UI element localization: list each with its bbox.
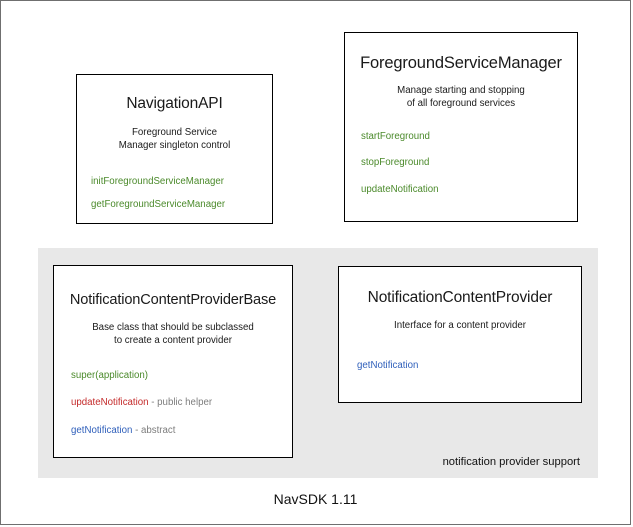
member-name: initForegroundServiceManager [91, 175, 225, 187]
class-description: Manage starting and stopping of all fore… [345, 85, 577, 111]
member-note: - public helper [148, 397, 213, 409]
class-description-line: to create a content provider [114, 334, 232, 346]
class-description-line: Base class that should be subclassed [92, 322, 254, 334]
class-title: ForegroundServiceManager [360, 54, 562, 72]
member-name: super(application) [71, 369, 149, 381]
class-description-line: of all foreground services [406, 97, 516, 109]
class-description-line: Interface for a content provider [394, 320, 526, 332]
member-list: startForeground stopForeground updateNot… [345, 131, 577, 196]
member-name: updateNotification [71, 397, 149, 409]
member-name: updateNotification [361, 184, 439, 196]
footer-caption: NavSDK 1.11 [273, 491, 358, 507]
class-box-navigation-api[interactable]: NavigationAPI Foreground Service Manager… [76, 74, 273, 224]
class-box-foreground-service-manager[interactable]: ForegroundServiceManager Manage starting… [344, 32, 578, 222]
class-title: NotificationContentProviderBase [69, 292, 277, 308]
member-item[interactable]: updateNotification [361, 184, 577, 196]
group-panel-label: notification provider support [442, 456, 580, 468]
member-item[interactable]: startForeground [361, 131, 577, 143]
member-list: getNotification [339, 360, 581, 372]
class-title: NotificationContentProvider [367, 289, 553, 306]
member-item[interactable]: getForegroundServiceManager [91, 199, 272, 211]
class-box-notification-content-provider[interactable]: NotificationContentProvider Interface fo… [338, 266, 582, 403]
member-item[interactable]: updateNotification - public helper [71, 397, 292, 409]
member-item[interactable]: super(application) [71, 370, 292, 382]
class-description-line: Manage starting and stopping [397, 85, 525, 97]
member-list: super(application) updateNotification - … [54, 370, 292, 437]
member-list: initForegroundServiceManager getForegrou… [77, 176, 272, 211]
member-name: stopForeground [361, 157, 430, 169]
member-item[interactable]: stopForeground [361, 157, 577, 169]
class-title: NavigationAPI [126, 95, 223, 112]
member-name: startForeground [361, 130, 430, 142]
class-box-notification-content-provider-base[interactable]: NotificationContentProviderBase Base cla… [53, 265, 293, 458]
member-note: - abstract [132, 424, 176, 436]
class-description: Interface for a content provider [339, 320, 581, 333]
member-item[interactable]: getNotification - abstract [71, 425, 292, 437]
member-name: getNotification [357, 359, 419, 371]
member-name: getForegroundServiceManager [91, 199, 226, 211]
class-description-line: Foreground Service [131, 127, 218, 139]
member-name: getNotification [71, 424, 133, 436]
class-description: Base class that should be subclassed to … [54, 322, 292, 348]
class-description-line: Manager singleton control [118, 139, 231, 151]
member-item[interactable]: initForegroundServiceManager [91, 176, 272, 188]
member-item[interactable]: getNotification [357, 360, 581, 372]
class-description: Foreground Service Manager singleton con… [77, 127, 272, 153]
